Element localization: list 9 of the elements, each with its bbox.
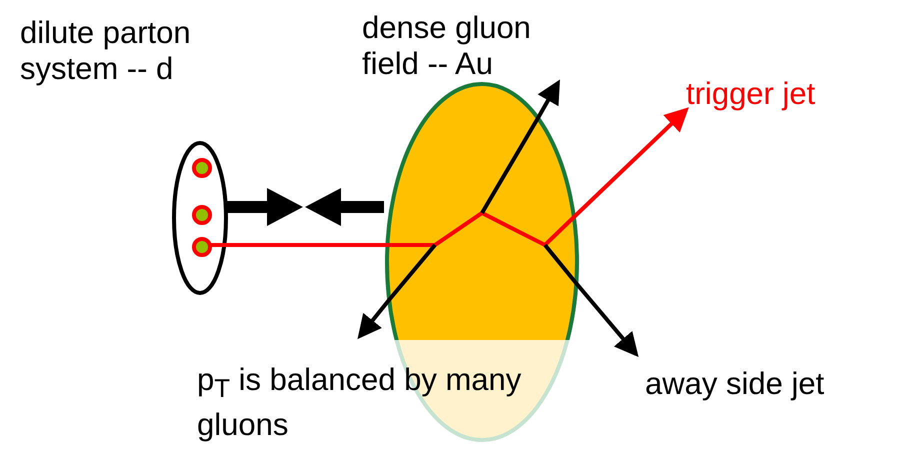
jet-label: away side jet — [645, 366, 826, 402]
heading-label: dilute parton system -- d — [20, 15, 192, 87]
jet-arrow — [358, 298, 391, 340]
heading-label: dense gluon field -- Au — [362, 10, 532, 82]
jet-arrow — [536, 80, 560, 119]
jet-arrow — [572, 107, 689, 218]
jet-label: p$_{T}$ is balanced by many gluons — [197, 362, 522, 444]
jet-arrow — [574, 282, 639, 358]
jet-label: trigger jet — [686, 76, 816, 112]
